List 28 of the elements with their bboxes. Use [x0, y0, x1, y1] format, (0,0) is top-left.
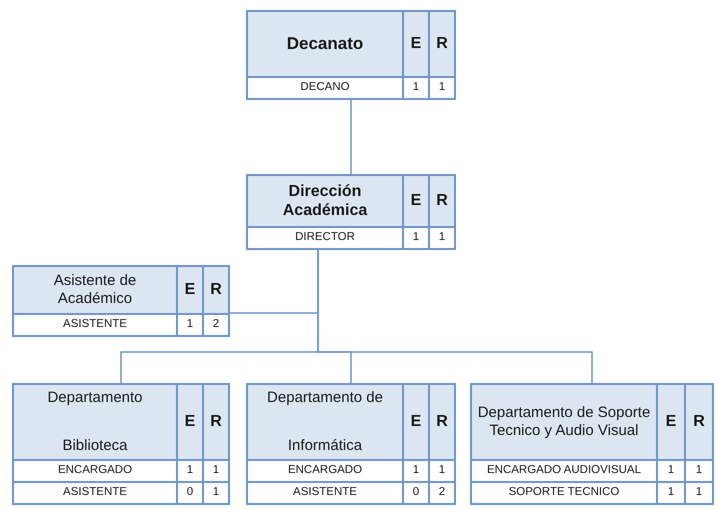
unit-title: Decanato: [248, 12, 402, 76]
column-header: E: [178, 267, 202, 313]
column-header: R: [686, 385, 712, 459]
unit-title: Informática: [288, 437, 362, 455]
unit-title: Departamento: [47, 389, 143, 407]
org-unit-table: [246, 174, 456, 250]
column-header: E: [404, 12, 428, 76]
org-unit-table: [12, 383, 230, 505]
connector-line: [350, 100, 352, 174]
unit-title: Departamento de: [267, 389, 383, 407]
column-header: R: [430, 385, 454, 459]
column-header: E: [658, 385, 684, 459]
column-header: E: [404, 176, 428, 226]
org-unit-table: [246, 10, 456, 100]
unit-title: Biblioteca: [62, 437, 128, 455]
column-header: R: [204, 385, 228, 459]
org-unit-table: [246, 383, 456, 505]
column-header: E: [404, 385, 428, 459]
column-header: R: [430, 176, 454, 226]
unit-title: Dirección Académica: [248, 176, 402, 226]
connector-line: [317, 250, 593, 383]
column-header: R: [430, 12, 454, 76]
column-header: R: [204, 267, 228, 313]
unit-title: Asistente de Académico: [14, 267, 176, 313]
unit-title: Departamento de Soporte Tecnico y Audio Visual: [472, 385, 656, 459]
org-unit-table: [12, 265, 230, 337]
column-header: E: [178, 385, 202, 459]
org-unit-table: [470, 383, 714, 505]
